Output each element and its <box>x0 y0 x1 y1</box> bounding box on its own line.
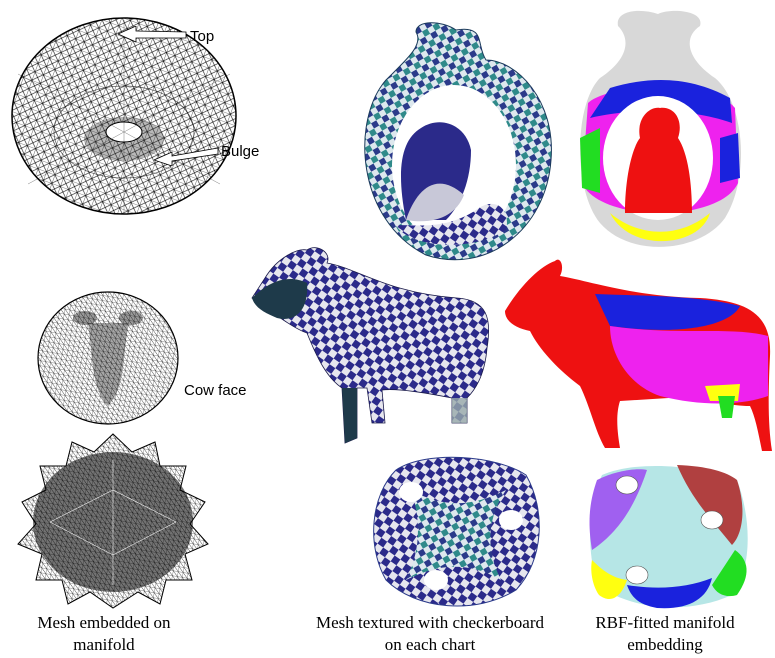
caption-mesh-embedded: Mesh embedded on manifold <box>14 612 194 656</box>
bulge-arrow-icon <box>154 144 220 166</box>
planar-mesh-embedding <box>10 430 216 612</box>
checkerboard-trefoil <box>366 450 548 610</box>
cow-face-label: Cow face <box>184 382 247 399</box>
caption-mesh-textured: Mesh textured with checkerboard on each … <box>310 612 550 656</box>
bulge-label: Bulge <box>221 143 259 160</box>
top-label: Top <box>190 28 214 45</box>
caption-rbf-embedding: RBF-fitted manifold embedding <box>560 612 770 656</box>
checkerboard-cow <box>247 238 497 444</box>
top-arrow-icon <box>118 26 188 50</box>
chart-colored-ring <box>570 8 745 256</box>
sphere-wireframe <box>33 288 183 428</box>
chart-colored-trefoil <box>587 460 753 612</box>
checkerboard-ring <box>346 20 561 265</box>
chart-colored-cow <box>500 256 775 456</box>
